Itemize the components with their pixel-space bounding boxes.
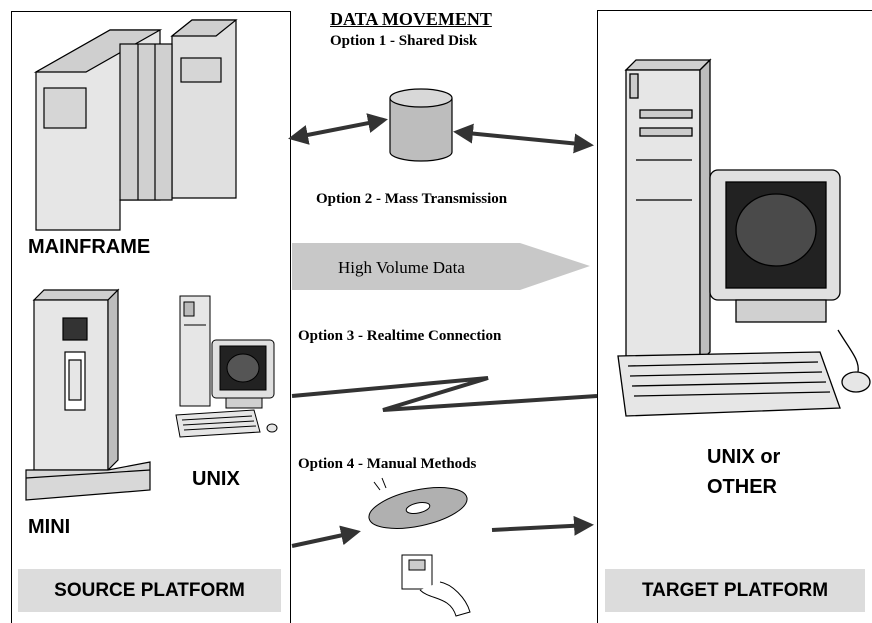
mainframe-label: MAINFRAME bbox=[28, 236, 151, 258]
option-3-label: Option 3 - Realtime Connection bbox=[298, 328, 502, 344]
disk-right-arrow bbox=[453, 123, 594, 154]
mini-label: MINI bbox=[28, 516, 71, 538]
cd-disc-icon bbox=[368, 477, 468, 529]
source-platform-footer: SOURCE PLATFORM bbox=[18, 569, 281, 612]
diagram-title: DATA MOVEMENT bbox=[330, 9, 492, 29]
option-4-label: Option 4 - Manual Methods bbox=[298, 456, 477, 472]
high-volume-arrow bbox=[292, 243, 590, 290]
unix-workstation-icon bbox=[175, 295, 278, 438]
floppy-disk-icon bbox=[401, 554, 471, 617]
manual-right-arrow bbox=[491, 515, 594, 536]
high-volume-label: High Volume Data bbox=[338, 258, 465, 277]
option-1-label: Option 1 - Shared Disk bbox=[330, 33, 478, 49]
target-os-label-line1: UNIX or bbox=[707, 446, 781, 468]
target-platform-footer: TARGET PLATFORM bbox=[605, 569, 865, 612]
shared-disk-icon bbox=[389, 88, 453, 162]
mainframe-icon bbox=[33, 19, 238, 231]
mini-computer-icon bbox=[25, 288, 151, 501]
manual-left-arrow bbox=[291, 525, 361, 548]
target-computer-icon bbox=[617, 58, 871, 417]
disk-left-arrow bbox=[288, 113, 388, 145]
target-os-label-line2: OTHER bbox=[707, 476, 777, 498]
unix-label: UNIX bbox=[192, 468, 240, 490]
realtime-connection-line bbox=[291, 376, 598, 412]
option-2-label: Option 2 - Mass Transmission bbox=[316, 191, 508, 207]
